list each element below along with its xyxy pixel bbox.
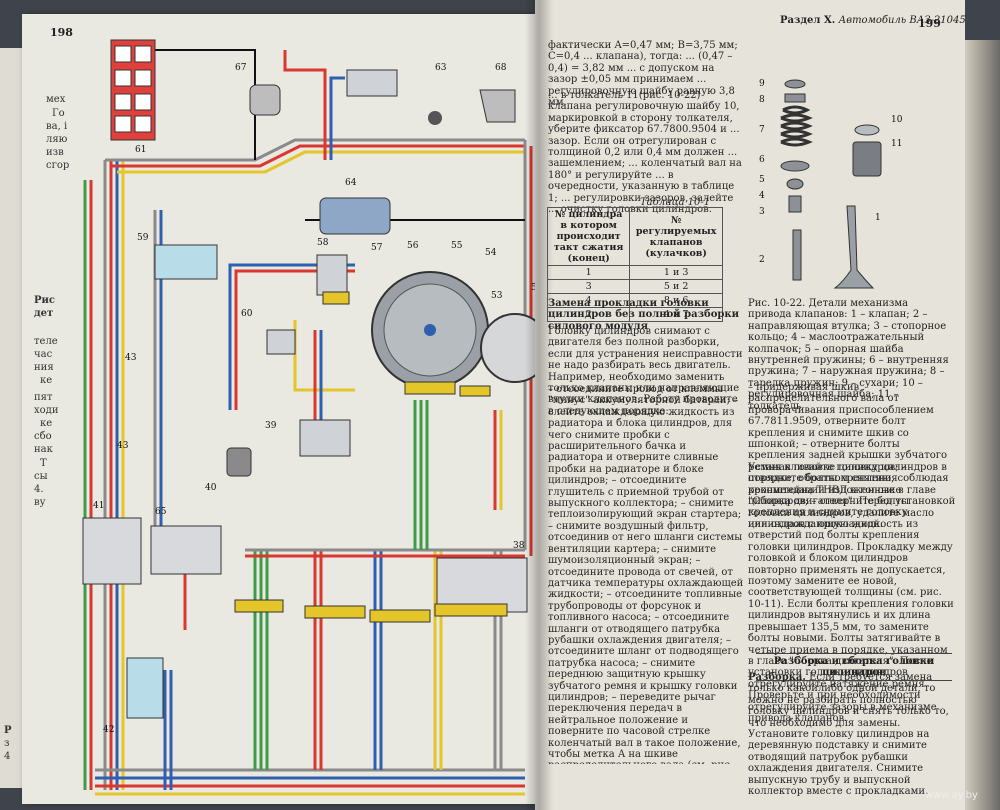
page-edges (965, 40, 1000, 810)
margin-fragment: з (4, 738, 10, 749)
paragraph-body: Если требуется замена только какойлибо о… (748, 672, 949, 798)
diagram-label: 64 (345, 178, 357, 188)
diagram-label: 38 (513, 541, 525, 551)
figure-caption: Рис. 10-22. Детали механизма привода кла… (748, 298, 949, 412)
figure-label: 1 (875, 213, 881, 223)
margin-fragment: ходи (34, 405, 59, 416)
diagram-label: 54 (485, 248, 497, 258)
figure-label: 3 (759, 207, 765, 217)
diagram-label: 65 (155, 507, 167, 517)
diagram-label: 67 (235, 63, 247, 73)
diagram-label: 68 (495, 63, 507, 73)
text-paragraph: Устанавливайте головку цилиндров в поряд… (748, 462, 956, 724)
margin-fragment: ляю (46, 134, 68, 145)
margin-fragment: нак (34, 444, 53, 455)
margin-fragment: ва, і (46, 121, 68, 132)
wiring-diagram: 61 67 63 68 64 59 58 57 56 55 54 53 52 6… (82, 39, 545, 796)
section-heading: Замена прокладки головки цилиндров без п… (548, 298, 739, 332)
diagram-label: 59 (137, 233, 149, 243)
running-head: Раздел Х. Автомобиль ВАЗ-21045 (780, 15, 966, 26)
running-head-title: Автомобиль ВАЗ-21045 (838, 15, 966, 26)
right-page-number: 199 (918, 17, 941, 30)
text-paragraph: Головку цилиндров снимают с двигателя бе… (548, 326, 743, 417)
diagram-label: 55 (451, 241, 463, 251)
diagram-label: 41 (93, 501, 104, 511)
margin-fragment: ке (40, 375, 53, 386)
right-page (535, 0, 965, 810)
left-page-number: 198 (50, 26, 73, 39)
watermark: www.ay.by (925, 790, 978, 801)
text-list: – отсоедините провод от клеммы "минус" а… (548, 384, 744, 764)
table-title: Таблица 10-1 (640, 197, 711, 208)
margin-fragment: Т (40, 458, 47, 469)
figure-label: 6 (759, 155, 765, 165)
running-head-section: Раздел Х. (780, 15, 836, 26)
diagram-label: 53 (491, 291, 503, 301)
diagram-label: 57 (371, 243, 383, 253)
boxed-heading: Разборка и сборка головки цилиндров (756, 653, 952, 681)
diagram-label: 43 (117, 441, 129, 451)
margin-fragment: ке (40, 418, 53, 429)
margin-fragment: ния (34, 362, 54, 373)
margin-fragment: сгор (46, 160, 70, 171)
table-header: № цилиндра в котором происходит такт сжа… (546, 207, 631, 266)
book-gutter (525, 0, 553, 810)
figure-label: 11 (891, 139, 902, 149)
figure-label: 4 (759, 191, 765, 201)
diagram-label: 42 (103, 725, 114, 735)
figure-label: 2 (759, 255, 765, 265)
margin-fragment: сы (34, 471, 48, 482)
diagram-label: 43 (125, 353, 137, 363)
valve-adjustment-table: № цилиндра в котором происходит такт сжа… (546, 207, 723, 322)
margin-fragment: Го (52, 108, 65, 119)
paragraph-lead: Разборка. (748, 672, 806, 683)
figure-label: 5 (759, 175, 765, 185)
margin-fragment: час (34, 349, 53, 360)
margin-fragment: 4. (34, 484, 44, 495)
diagram-label: 60 (241, 309, 253, 319)
text-paragraph: фактически A=0,47 мм; B=3,75 мм; C=0,4 .… (548, 40, 738, 109)
margin-fragment: изв (46, 147, 64, 158)
diagram-label: 58 (317, 238, 329, 248)
diagram-label: 56 (407, 241, 419, 251)
margin-fragment: теле (34, 336, 58, 347)
margin-fragment: сбо (34, 431, 52, 442)
margin-fragment: пят (34, 392, 53, 403)
text-paragraph: Разборка. Если требуется замена только к… (748, 672, 956, 797)
margin-fragment: Рис (34, 295, 56, 306)
diagram-label: 40 (205, 483, 217, 493)
margin-fragment: ву (34, 497, 46, 508)
margin-fragment: 4 (4, 751, 11, 762)
diagram-label: 63 (435, 63, 447, 73)
figure-label: 7 (759, 125, 765, 135)
valve-parts-figure: 9 8 7 6 5 4 3 2 1 10 11 (759, 79, 903, 289)
text-paragraph: – придерживая шкив распределительного ва… (748, 382, 948, 530)
figure-label: 10 (891, 115, 903, 125)
figure-label: 9 (759, 79, 765, 89)
margin-fragment: Р (4, 725, 12, 736)
diagram-label: 61 (135, 145, 146, 155)
figure-label: 8 (759, 95, 765, 105)
margin-fragment: дет (34, 308, 54, 319)
margin-fragment: мех (46, 94, 66, 105)
table-header: № регулируемых клапанов (кулачков) (629, 207, 723, 266)
diagram-label: 39 (265, 421, 277, 431)
